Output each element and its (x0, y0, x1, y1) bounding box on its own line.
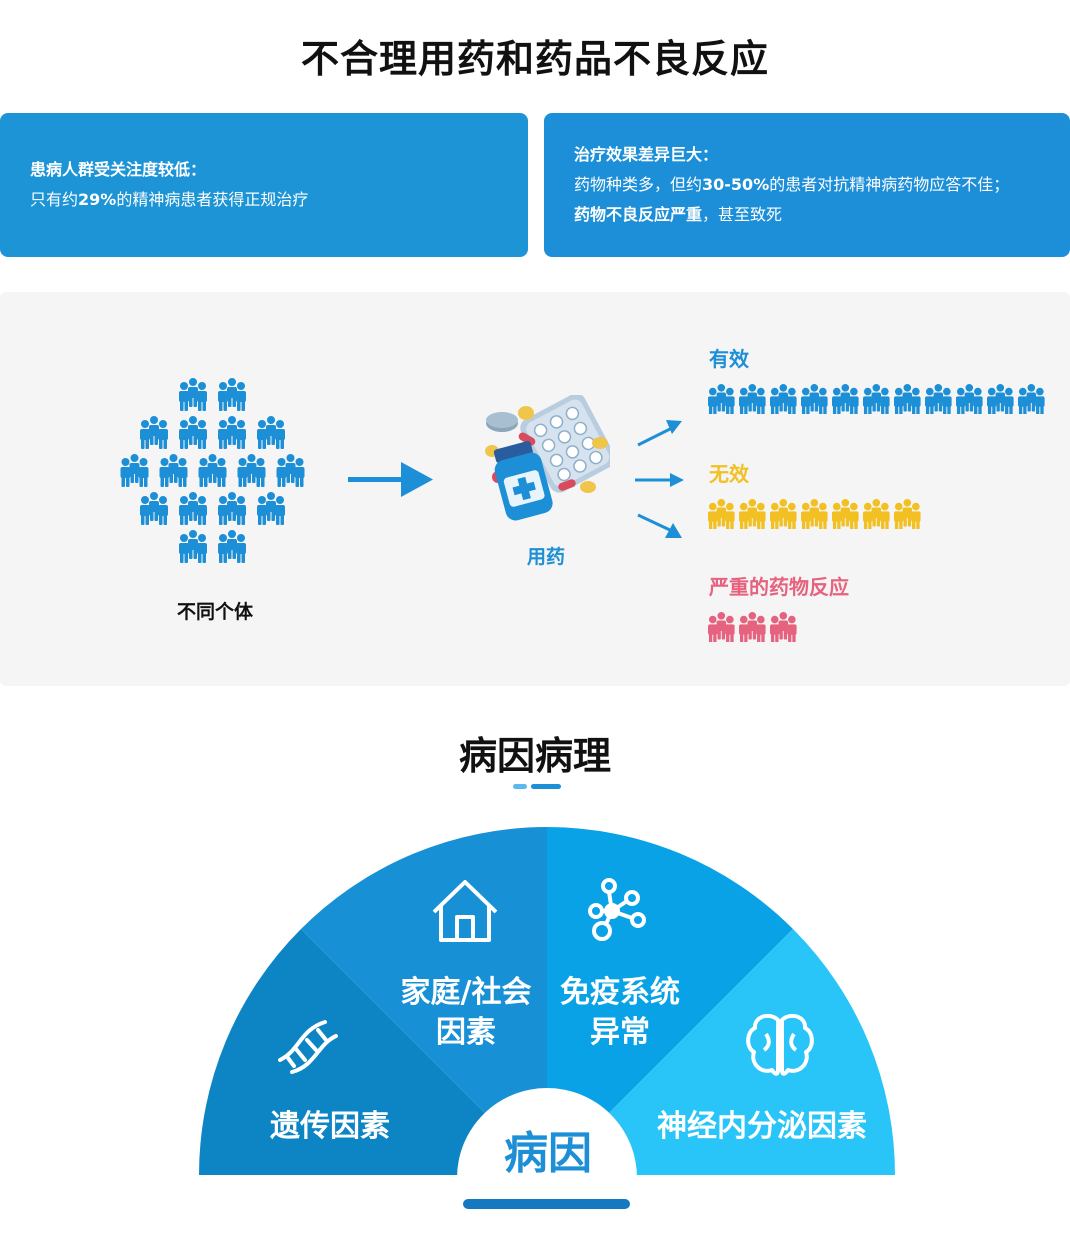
no-effect-people-row (708, 499, 921, 529)
segment-neuro (547, 929, 895, 1175)
person-group-icon (832, 499, 859, 529)
person-group-icon (956, 384, 983, 414)
card-text: 只有约29%的精神病患者获得正规治疗 (30, 190, 309, 209)
card-heading: 治疗效果差异巨大： (574, 145, 719, 164)
family-label-line2: 因素 (436, 1015, 496, 1050)
person-group-icon (708, 384, 735, 414)
crowd-people-icon (120, 378, 305, 563)
segment-family (301, 827, 547, 1175)
crowd-label: 不同个体 (176, 601, 253, 623)
info-card-efficacy: 治疗效果差异巨大： 药物种类多，但约30-50%的患者对抗精神病药物应答不佳； … (544, 113, 1070, 257)
card-text-line2: 药物不良反应严重，甚至致死 (574, 205, 783, 224)
person-group-icon (708, 612, 735, 642)
page-title: 不合理用药和药品不良反应 (300, 37, 769, 81)
drug-label: 用药 (526, 546, 565, 568)
center-label: 病因 (504, 1128, 592, 1179)
neuro-label: 神经内分泌因素 (657, 1109, 867, 1144)
info-card-attention: 患病人群受关注度较低： 只有约29%的精神病患者获得正规治疗 (0, 113, 528, 257)
title-underline (513, 784, 561, 789)
person-group-icon (894, 499, 921, 529)
person-group-icon (739, 384, 766, 414)
person-group-icon (987, 384, 1014, 414)
genetic-label: 遗传因素 (270, 1109, 390, 1144)
person-group-icon (863, 384, 890, 414)
person-group-icon (863, 499, 890, 529)
person-group-icon (770, 612, 797, 642)
person-group-icon (925, 384, 952, 414)
card-heading: 患病人群受关注度较低： (30, 160, 207, 179)
person-group-icon (801, 499, 828, 529)
card-text-line1: 药物种类多，但约30-50%的患者对抗精神病药物应答不佳； (574, 175, 1010, 194)
etiology-semicircle: 家庭/社会 因素 免疫系统 异常 遗传因素 神经内分泌因素 病因 (199, 827, 895, 1209)
result-adverse-label: 严重的药物反应 (709, 575, 849, 599)
effective-people-row (708, 384, 1045, 414)
person-group-icon (770, 499, 797, 529)
result-no-effect-label: 无效 (709, 462, 749, 486)
result-effective-label: 有效 (709, 347, 749, 371)
dna-icon (278, 1020, 338, 1074)
arrow-right-icon (348, 462, 433, 497)
person-group-icon (770, 384, 797, 414)
immune-label-line1: 免疫系统 (560, 975, 680, 1010)
family-label-line1: 家庭/社会 (401, 975, 532, 1010)
person-group-icon (708, 499, 735, 529)
section-title: 病因病理 (458, 734, 611, 778)
medicine-icon (485, 395, 610, 521)
house-icon (432, 880, 498, 942)
person-group-icon (832, 384, 859, 414)
person-group-icon (739, 612, 766, 642)
molecule-icon (588, 878, 646, 941)
base-bar (463, 1199, 630, 1209)
person-group-icon (894, 384, 921, 414)
segment-genetic (199, 929, 547, 1175)
person-group-icon (739, 499, 766, 529)
person-group-icon (1018, 384, 1045, 414)
person-group-icon (801, 384, 828, 414)
immune-label-line2: 异常 (590, 1015, 650, 1050)
branch-arrows-icon (635, 420, 684, 538)
brain-icon (746, 1013, 814, 1076)
adverse-people-row (708, 612, 797, 642)
